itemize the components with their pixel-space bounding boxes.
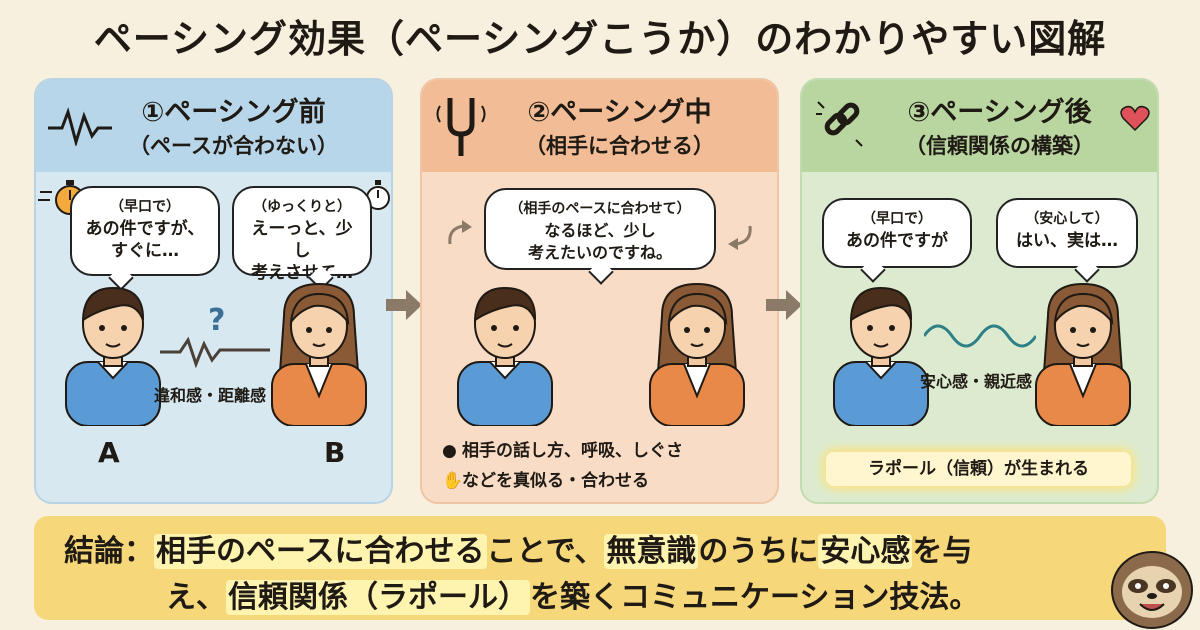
cycle-arrow-icon <box>728 225 752 250</box>
panel-after-pacing: ③ペーシング後 （信頼関係の構築） （早口で） あの件ですが （安心して） はい… <box>800 78 1159 504</box>
bubble-text: あの件ですが、 <box>85 219 205 239</box>
wave-icon <box>48 107 112 146</box>
panel-subtitle: （ペースが合わない） <box>129 134 338 158</box>
action-line: ●相手の話し方、呼吸、しぐさ <box>442 436 762 466</box>
page-title: ペーシング効果（ペーシングこうか）のわかりやすい図解 <box>93 17 1107 61</box>
action-line: ✋などを真似る・合わせる <box>442 466 762 496</box>
bubble-note: （ゆっくりと） <box>253 199 351 215</box>
text: を与 <box>912 534 973 569</box>
speech-bubble-b: （安心して） はい、実は… <box>996 198 1138 268</box>
person-b <box>271 283 367 426</box>
panel-header: ②ペーシング中 （相手に合わせる） <box>422 80 777 172</box>
panel-subtitle: （相手に合わせる） <box>525 134 714 158</box>
speech-bubble-pacing: （相手のペースに合わせて） なるほど、少し 考えたいのですね。 <box>484 188 716 270</box>
person-b <box>649 283 745 426</box>
panel-title: ②ペーシング中 <box>527 97 712 128</box>
person-a <box>457 287 553 426</box>
timer-icon <box>366 180 390 210</box>
bubble-note: （早口で） <box>110 199 180 215</box>
conclusion-label: 結論： <box>64 534 154 569</box>
highlight: 安心感 <box>818 534 913 569</box>
panel-during-pacing: ②ペーシング中 （相手に合わせる） （相手のペースに合わせて） なるほど、少し … <box>420 78 779 504</box>
highlight: 相手のペースに合わせる <box>154 534 487 569</box>
conclusion-line-1: 結論：相手のペースに合わせることで、無意識のうちに安心感を与 <box>64 526 972 570</box>
text: のうちに <box>698 534 819 569</box>
text: ことで、 <box>486 534 605 569</box>
text: え、 <box>166 580 226 615</box>
bubble-note: （安心して） <box>1025 211 1109 227</box>
conclusion-line-2: え、信頼関係（ラポール）を築くコミュニケーション技法。 <box>166 572 979 616</box>
bubble-text: 考えたいのですね。 <box>527 243 672 262</box>
speech-bubble-b: （ゆっくりと） えーっと、少し 考えさせて… <box>232 186 372 283</box>
arrow-icon <box>766 290 802 320</box>
arrow-icon <box>386 290 422 320</box>
panel-title: ①ペーシング前 <box>141 97 326 128</box>
conclusion-box: 結論：相手のペースに合わせることで、無意識のうちに安心感を与 え、信頼関係（ラポ… <box>34 516 1166 620</box>
text: を築くコミュニケーション技法。 <box>530 580 980 615</box>
highlight: 信頼関係（ラポール） <box>226 580 530 615</box>
waving-hand-icon: ✋ <box>442 471 464 491</box>
panel-header: ①ペーシング前 （ペースが合わない） <box>36 80 391 172</box>
cycle-arrow-icon <box>448 220 472 245</box>
panel-title: ③ペーシング後 <box>907 97 1092 128</box>
jagged-line-icon: ? <box>160 303 270 369</box>
tuning-fork-icon <box>436 98 486 156</box>
speaking-head-icon: ● <box>442 441 457 461</box>
bubble-text: すぐに… <box>111 241 179 261</box>
bubble-text: なるほど、少し <box>544 221 656 240</box>
highlight: 無意識 <box>604 534 699 569</box>
rapport-badge: ラポール（信頼）が生まれる <box>826 452 1131 486</box>
panel-header: ③ペーシング後 （信頼関係の構築） <box>802 80 1157 172</box>
heart-icon <box>1120 105 1150 132</box>
panel-before-pacing: ①ペーシング前 （ペースが合わない） （早口で） あの件ですが、 すぐに… （ゆ… <box>34 78 393 504</box>
label-b: B <box>324 436 346 469</box>
bubble-note: （早口で） <box>862 211 932 227</box>
label-a: A <box>98 436 120 469</box>
bubble-text: あの件ですが <box>846 231 948 251</box>
sloth-icon <box>1111 551 1193 629</box>
person-b <box>1035 283 1131 426</box>
link-icon <box>816 101 863 147</box>
bubble-text: えーっと、少し <box>251 219 353 261</box>
question-icon: ? <box>208 303 225 338</box>
speech-bubble-a: （早口で） あの件ですが、 すぐに… <box>70 186 220 276</box>
discomfort-text: 違和感・距離感 <box>154 386 267 405</box>
panel-subtitle: （信頼関係の構築） <box>905 134 1094 158</box>
bubble-text: はい、実は… <box>1016 231 1118 251</box>
comfort-text: 安心感・親近感 <box>920 372 1033 391</box>
speech-bubble-a: （早口で） あの件ですが <box>822 198 972 268</box>
wave-icon <box>924 324 1036 348</box>
bubble-note: （相手のペースに合わせて） <box>509 201 691 217</box>
pacing-actions: ●相手の話し方、呼吸、しぐさ ✋などを真似る・合わせる <box>442 436 762 496</box>
